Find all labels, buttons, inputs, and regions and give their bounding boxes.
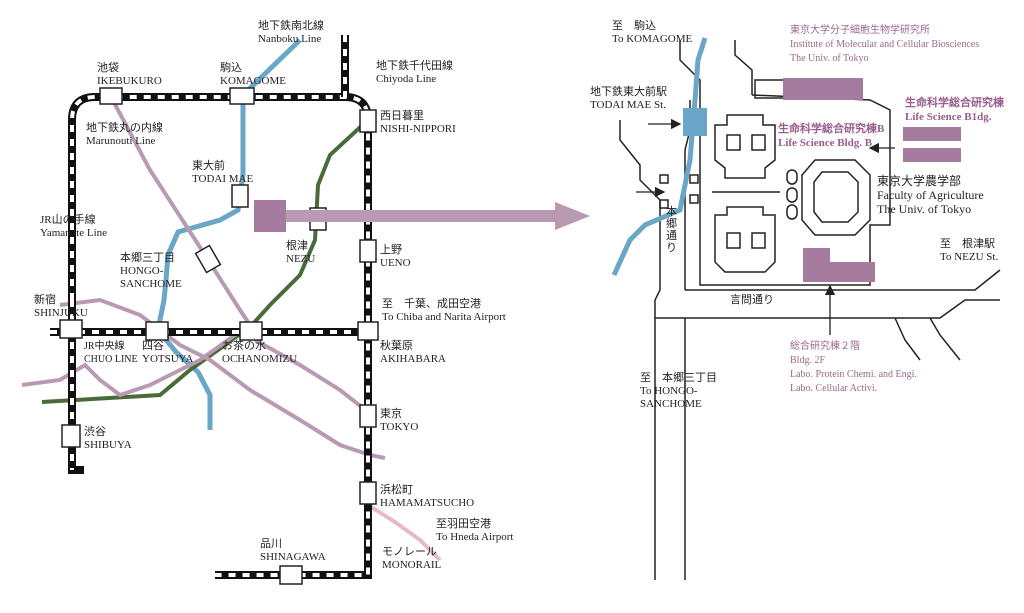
todaimae-station-box (683, 108, 707, 136)
label-hongo-dori: 本郷通り (666, 206, 677, 254)
nanboku-line-campus (611, 37, 708, 277)
label-kototoi-dori: 言問通り (730, 294, 774, 306)
chiyoda-line (41, 118, 370, 404)
campus-arrow (286, 202, 590, 230)
campus-map (619, 40, 1001, 580)
purple-buildings (783, 78, 961, 282)
station-markers (59, 87, 379, 585)
campus-marker (254, 200, 286, 232)
monorail-line (366, 503, 442, 562)
marunouchi-line-3 (254, 338, 370, 414)
marunouchi-line-2 (59, 297, 386, 460)
